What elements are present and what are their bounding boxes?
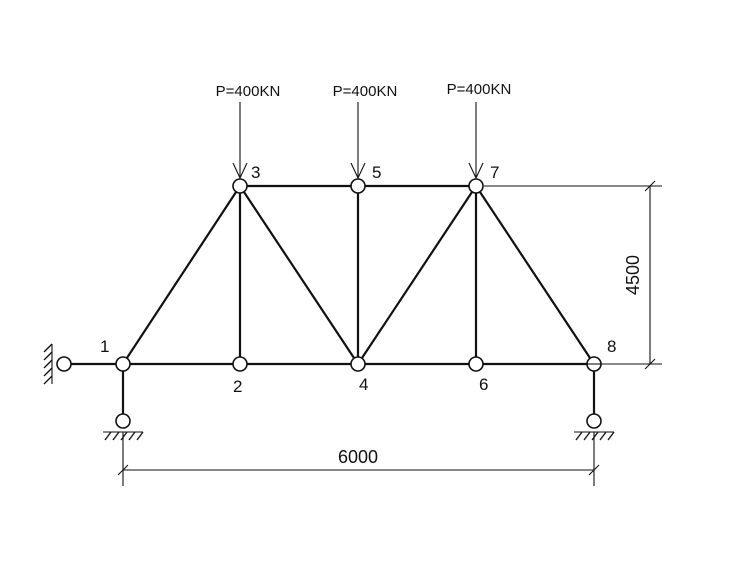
node-3 [232, 178, 248, 194]
load-arrow-node-3 [232, 102, 248, 180]
load-label-node-7: P=400KN [447, 81, 512, 98]
node-label-6: 6 [479, 375, 488, 394]
load-arrow-node-5 [350, 102, 366, 180]
load-arrows [232, 102, 484, 180]
vertical-support-node-8 [574, 364, 615, 441]
member-1-3 [122, 185, 241, 365]
member-4-7 [357, 185, 477, 365]
span-dimension: 6000 [117, 432, 600, 486]
node-2 [232, 356, 248, 372]
node-label-7: 7 [490, 163, 499, 182]
node-4 [350, 356, 366, 372]
node-label-4: 4 [359, 375, 368, 394]
node-label-8: 8 [607, 337, 616, 356]
member-3-4 [239, 185, 359, 365]
truss-nodes [115, 178, 602, 372]
member-7-8 [475, 185, 595, 365]
node-label-5: 5 [372, 163, 381, 182]
vertical-support-node-1 [103, 364, 144, 441]
height-dimension: 4500 [484, 180, 662, 370]
node-label-1: 1 [100, 337, 109, 356]
load-label-node-3: P=400KN [216, 83, 281, 100]
node-6 [468, 356, 484, 372]
height-dimension-label: 4500 [623, 255, 643, 295]
node-label-2: 2 [233, 377, 242, 396]
node-label-3: 3 [251, 163, 260, 182]
node-7 [468, 178, 484, 194]
truss-members [122, 184, 595, 366]
load-arrow-node-7 [468, 102, 484, 180]
span-dimension-label: 6000 [338, 447, 378, 467]
horizontal-support-node-1 [43, 343, 123, 385]
node-5 [350, 178, 366, 194]
node-1 [115, 356, 131, 372]
load-label-node-5: P=400KN [333, 83, 398, 100]
